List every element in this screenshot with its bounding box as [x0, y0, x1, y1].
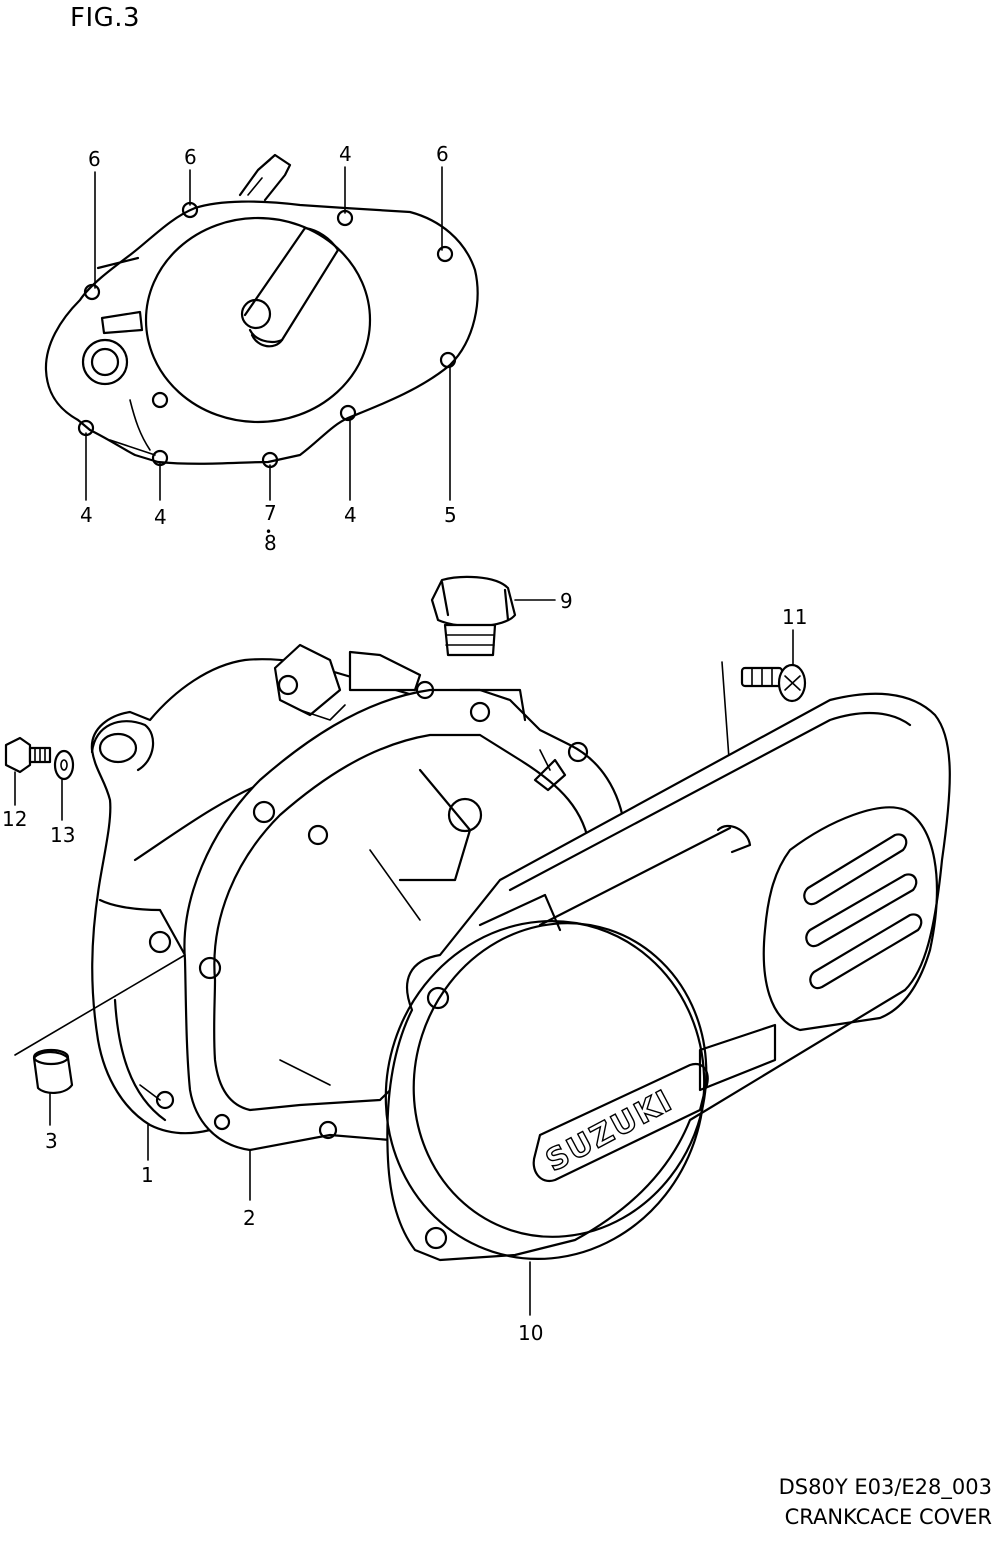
callout-part-13: 13: [50, 823, 75, 847]
callout-part-11: 11: [782, 605, 807, 629]
callout-bot-7: 7: [264, 501, 277, 525]
shaft-slot: [243, 226, 340, 344]
callout-bot-8: 8: [264, 531, 277, 555]
callout-part-12: 12: [2, 807, 27, 831]
reference-line: [14, 954, 186, 1056]
model-code: DS80Y E03/E28_003: [778, 1475, 992, 1499]
oil-filler-cap-part-9: [430, 575, 556, 657]
rotor-cover-circle: [144, 216, 372, 424]
drawing-footer: DS80Y E03/E28_003 CRANKCACE COVER: [779, 1472, 992, 1532]
top-nozzle: [238, 153, 292, 202]
callout-bot-dot: •: [265, 525, 272, 539]
washer-part-13: [53, 749, 75, 821]
callout-part-3: 3: [45, 1129, 58, 1153]
figure-title: FIG.3: [70, 3, 141, 33]
callout-part-10: 10: [518, 1321, 543, 1345]
callout-bot-4c: 4: [344, 503, 357, 527]
callout-part-1: 1: [141, 1163, 154, 1187]
callout-top-4a: 4: [339, 142, 352, 166]
callout-bot-4b: 4: [154, 505, 167, 529]
callout-part-9: 9: [560, 589, 573, 613]
left-boss-outer: [81, 338, 129, 386]
gasket-outer-outline: [44, 200, 479, 465]
cover-upper-bosses: [252, 643, 527, 846]
left-boss-inner: [90, 347, 120, 377]
clutch-dome: [384, 920, 706, 1260]
gasket-outline-view: 6 6 4 6 4 4 7 • 8 4 5: [44, 142, 479, 555]
dowel-pin-part-3: [32, 1048, 74, 1126]
bolt-part-12: [4, 736, 52, 806]
cover-vents: [803, 833, 923, 990]
callout-bot-5: 5: [444, 503, 457, 527]
callout-top-6b: 6: [184, 145, 197, 169]
callout-bot-4a: 4: [80, 503, 93, 527]
top-leaders: [85, 166, 451, 501]
callout-part-2: 2: [243, 1206, 256, 1230]
section-name: CRANKCACE COVER: [784, 1505, 992, 1529]
screw-part-11: [721, 629, 807, 836]
lower-leaders: [147, 1124, 251, 1201]
callout-top-6c: 6: [436, 142, 449, 166]
gasket-part-2: [183, 688, 627, 1152]
outer-cover-part-10: SUZUKI: [384, 692, 951, 1316]
gasket-bolt-holes: [77, 201, 457, 469]
callout-top-6a: 6: [88, 147, 101, 171]
shaft-hub: [240, 298, 272, 330]
